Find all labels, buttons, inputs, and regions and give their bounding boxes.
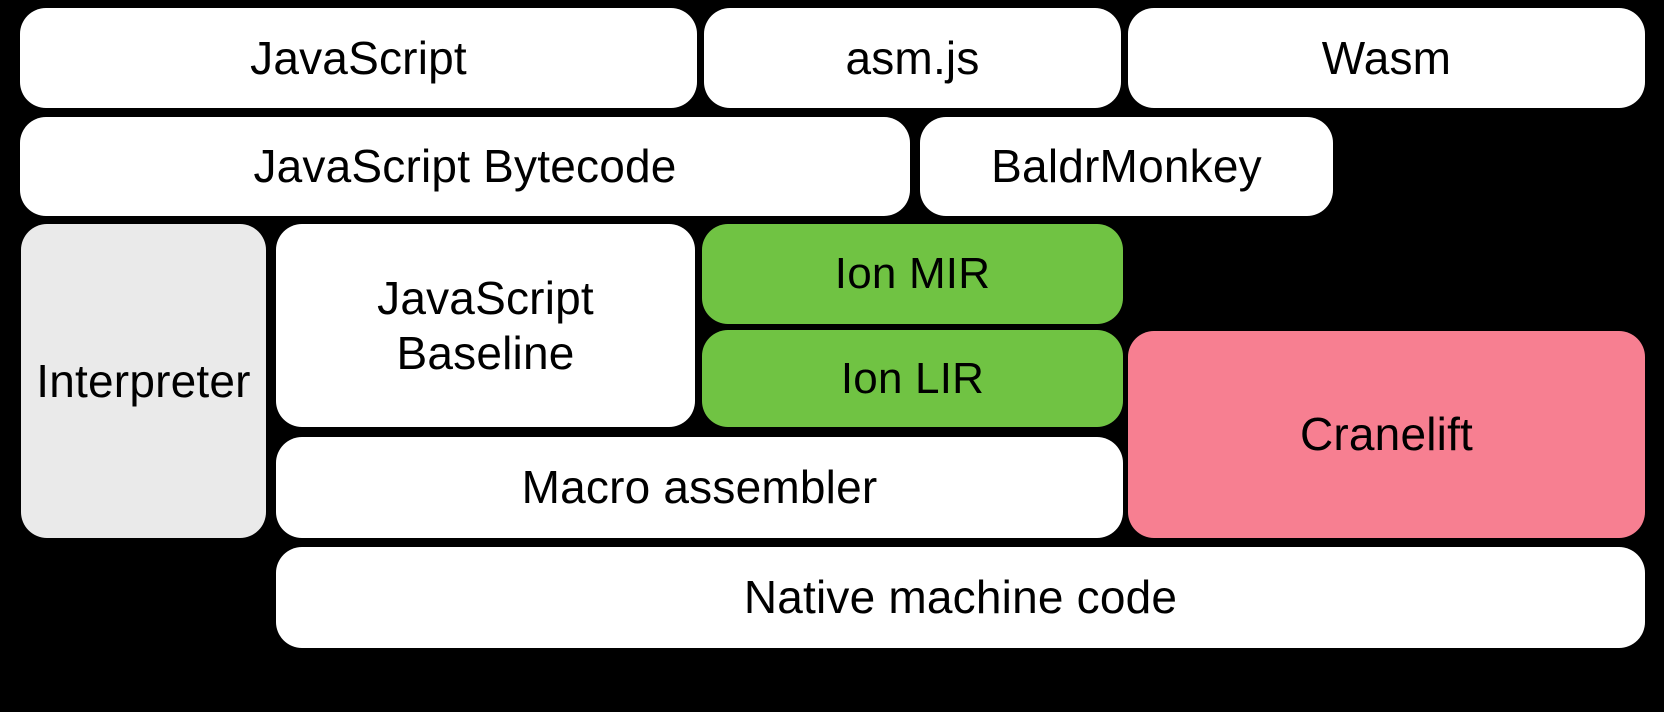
node-label-wasm: Wasm: [1321, 31, 1452, 84]
node-label-asm-js: asm.js: [845, 31, 980, 84]
node-label-cranelift: Cranelift: [1299, 408, 1474, 461]
node-label-ion-lir: Ion LIR: [840, 353, 985, 403]
node-javascript-baseline[interactable]: JavaScript Baseline: [276, 224, 695, 427]
node-asm-js[interactable]: asm.js: [704, 8, 1121, 108]
node-native-machine-code[interactable]: Native machine code: [276, 547, 1645, 648]
node-label-baldrmonkey: BaldrMonkey: [991, 140, 1262, 193]
node-ion-mir[interactable]: Ion MIR: [702, 224, 1123, 324]
node-baldrmonkey[interactable]: BaldrMonkey: [920, 117, 1333, 216]
node-macro-assembler[interactable]: Macro assembler: [276, 437, 1123, 538]
node-label-ion-mir: Ion MIR: [834, 249, 991, 299]
node-cranelift[interactable]: Cranelift: [1128, 331, 1645, 538]
node-label-interpreter: Interpreter: [36, 354, 251, 407]
node-label-javascript-bytecode: JavaScript Bytecode: [253, 140, 677, 193]
node-label-macro-assembler: Macro assembler: [521, 461, 878, 514]
node-ion-lir[interactable]: Ion LIR: [702, 330, 1123, 427]
node-wasm[interactable]: Wasm: [1128, 8, 1645, 108]
node-javascript-bytecode[interactable]: JavaScript Bytecode: [20, 117, 910, 216]
node-interpreter[interactable]: Interpreter: [21, 224, 266, 538]
node-label-javascript: JavaScript: [250, 31, 467, 84]
node-javascript[interactable]: JavaScript: [20, 8, 697, 108]
node-label-javascript-baseline: JavaScript Baseline: [377, 272, 594, 379]
node-label-native-machine-code: Native machine code: [743, 571, 1178, 624]
